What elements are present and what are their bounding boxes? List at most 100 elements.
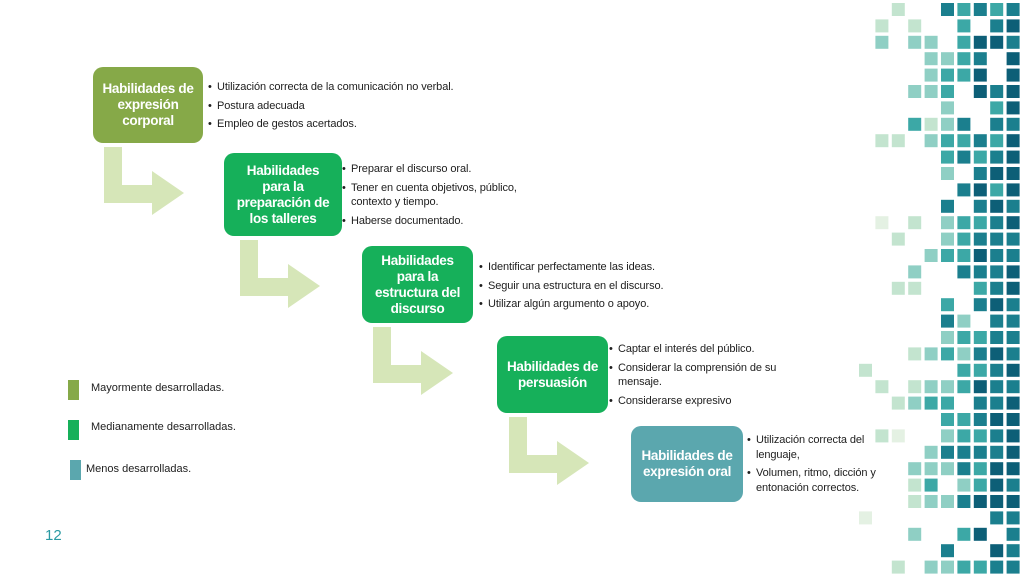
step-title: Habilidades de expresión corporal [102,81,194,128]
mosaic-square [973,150,987,164]
mosaic-square [973,347,987,361]
mosaic-square [957,19,971,33]
mosaic-square [908,19,922,33]
mosaic-square [990,183,1004,197]
flow-arrow-1 [104,147,184,215]
mosaic-square [891,396,905,410]
mosaic-square [941,150,954,164]
mosaic-square [990,445,1004,459]
mosaic-square [990,199,1004,213]
mosaic-square [973,298,987,312]
mosaic-square [941,134,954,148]
mosaic-square [1006,265,1020,279]
mosaic-square [973,68,987,82]
mosaic-square [957,380,971,394]
mosaic-square [924,85,938,98]
mosaic-square [941,101,954,115]
mosaic-square [957,150,971,164]
mosaic-square [908,495,922,508]
mosaic-square [973,429,987,443]
mosaic-square [990,314,1004,328]
mosaic-square [990,429,1004,443]
mosaic-square [973,527,987,541]
mosaic-square [891,3,905,16]
mosaic-square [973,199,987,213]
arrow-shape [373,327,453,395]
mosaic-square [957,462,971,476]
mosaic-square [941,544,954,558]
mosaic-square [1006,363,1020,377]
step-list-expresion-oral: Utilización correcta del lenguaje, Volum… [747,433,887,499]
mosaic-square [973,232,987,246]
mosaic-square [1006,216,1020,230]
mosaic-square [924,445,938,459]
flow-arrow-2 [240,240,320,308]
mosaic-square [941,462,954,476]
mosaic-square [990,331,1004,344]
mosaic-square [859,363,872,377]
mosaic-square [990,167,1004,180]
mosaic-square [973,413,987,426]
mosaic-square [941,167,954,180]
mosaic-square [973,52,987,66]
step-list-persuasion: Captar el interés del público. Considera… [609,342,784,412]
mosaic-square [990,347,1004,361]
mosaic-square [990,35,1004,49]
mosaic-square [1006,527,1020,541]
mosaic-square [957,134,971,148]
mosaic-square [957,478,971,492]
mosaic-square [908,35,922,49]
mosaic-square [941,52,954,66]
mosaic-square [990,298,1004,312]
mosaic-square [875,35,889,49]
mosaic-square [973,462,987,476]
list-item: Seguir una estructura en el discurso. [479,279,679,294]
mosaic-square [1006,429,1020,443]
mosaic-square [957,216,971,230]
mosaic-square [973,331,987,344]
mosaic-square [941,413,954,426]
mosaic-square [875,19,889,33]
mosaic-square [1006,560,1020,574]
mosaic-square [924,560,938,574]
step-title: Habilidades para la estructura del discu… [374,252,461,316]
mosaic-square [924,68,938,82]
mosaic-square [1006,85,1020,98]
flow-arrow-3 [373,327,453,395]
mosaic-square [990,101,1004,115]
mosaic-square [990,249,1004,262]
mosaic-square [1006,232,1020,246]
mosaic-square [957,232,971,246]
mosaic-square [973,216,987,230]
mosaic-square [924,347,938,361]
mosaic-square [990,150,1004,164]
step-box-expresion-corporal: Habilidades de expresión corporal [93,67,203,143]
mosaic-square [957,117,971,131]
mosaic-square [973,265,987,279]
mosaic-square [1006,134,1020,148]
list-item: Considerar la comprensión de su mensaje. [609,361,784,390]
mosaic-square [908,347,922,361]
mosaic-square [1006,495,1020,508]
step-list-estructura-discurso: Identificar perfectamente las ideas. Seg… [479,260,679,316]
arrow-shape [104,147,184,215]
mosaic-square [957,527,971,541]
mosaic-square [973,183,987,197]
mosaic-square [973,380,987,394]
mosaic-square [924,380,938,394]
mosaic-square [941,232,954,246]
list-item: Identificar perfectamente las ideas. [479,260,679,275]
mosaic-square [1006,511,1020,525]
mosaic-square [973,3,987,16]
mosaic-square [1006,380,1020,394]
mosaic-square [990,413,1004,426]
mosaic-square [1006,281,1020,295]
mosaic-square [973,478,987,492]
mosaic-square [957,52,971,66]
mosaic-square [973,167,987,180]
mosaic-square [1006,347,1020,361]
mosaic-square [941,298,954,312]
step-box-preparacion-talleres: Habilidades para la preparación de los t… [224,153,342,236]
mosaic-square [1006,331,1020,344]
mosaic-square [941,347,954,361]
